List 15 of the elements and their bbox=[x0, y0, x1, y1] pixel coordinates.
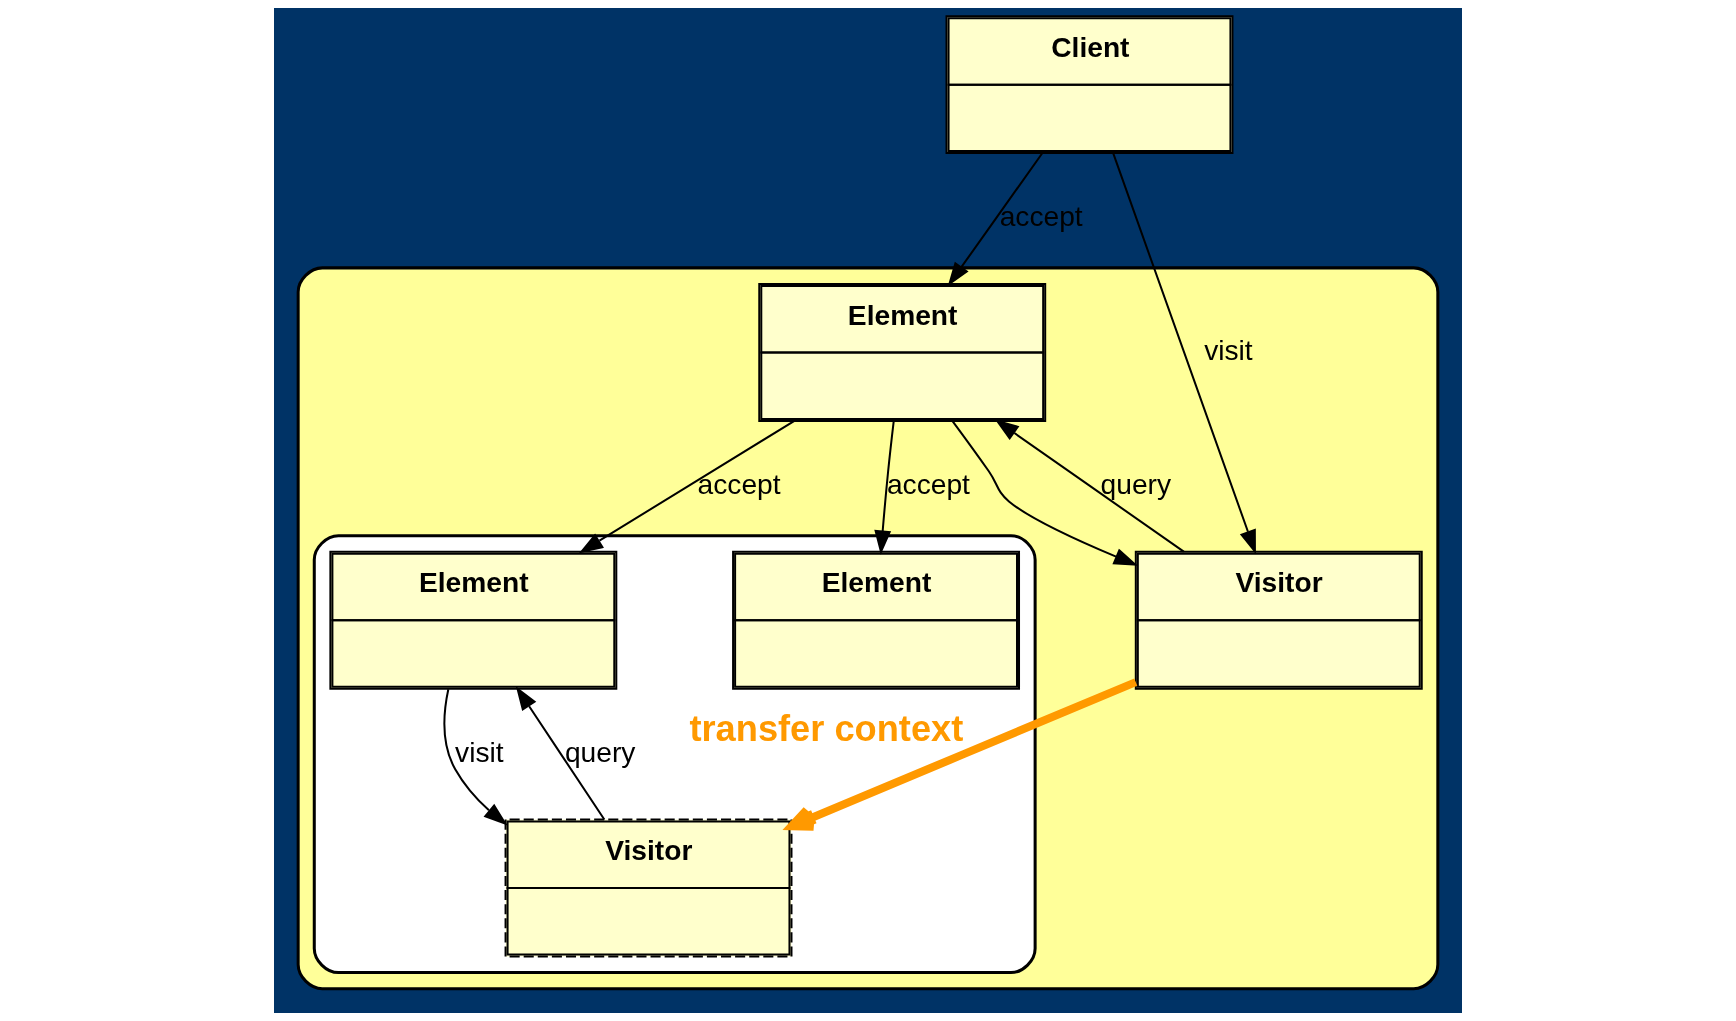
arrow bbox=[874, 421, 895, 555]
arrow bbox=[1112, 153, 1256, 555]
arrow bbox=[951, 420, 1138, 566]
arrow bbox=[515, 686, 606, 821]
edge-label: visit bbox=[1204, 333, 1253, 366]
arrow bbox=[443, 689, 508, 826]
edge-label: accept bbox=[886, 467, 970, 500]
arrow bbox=[578, 420, 795, 554]
edge-label: accept bbox=[697, 467, 781, 500]
cluster bbox=[296, 266, 1440, 991]
edge-label: query bbox=[1100, 467, 1172, 500]
edge-label: query bbox=[564, 735, 636, 768]
edge-label: visit bbox=[455, 735, 504, 768]
arrow bbox=[994, 419, 1185, 553]
edge-label: accept bbox=[999, 199, 1083, 232]
